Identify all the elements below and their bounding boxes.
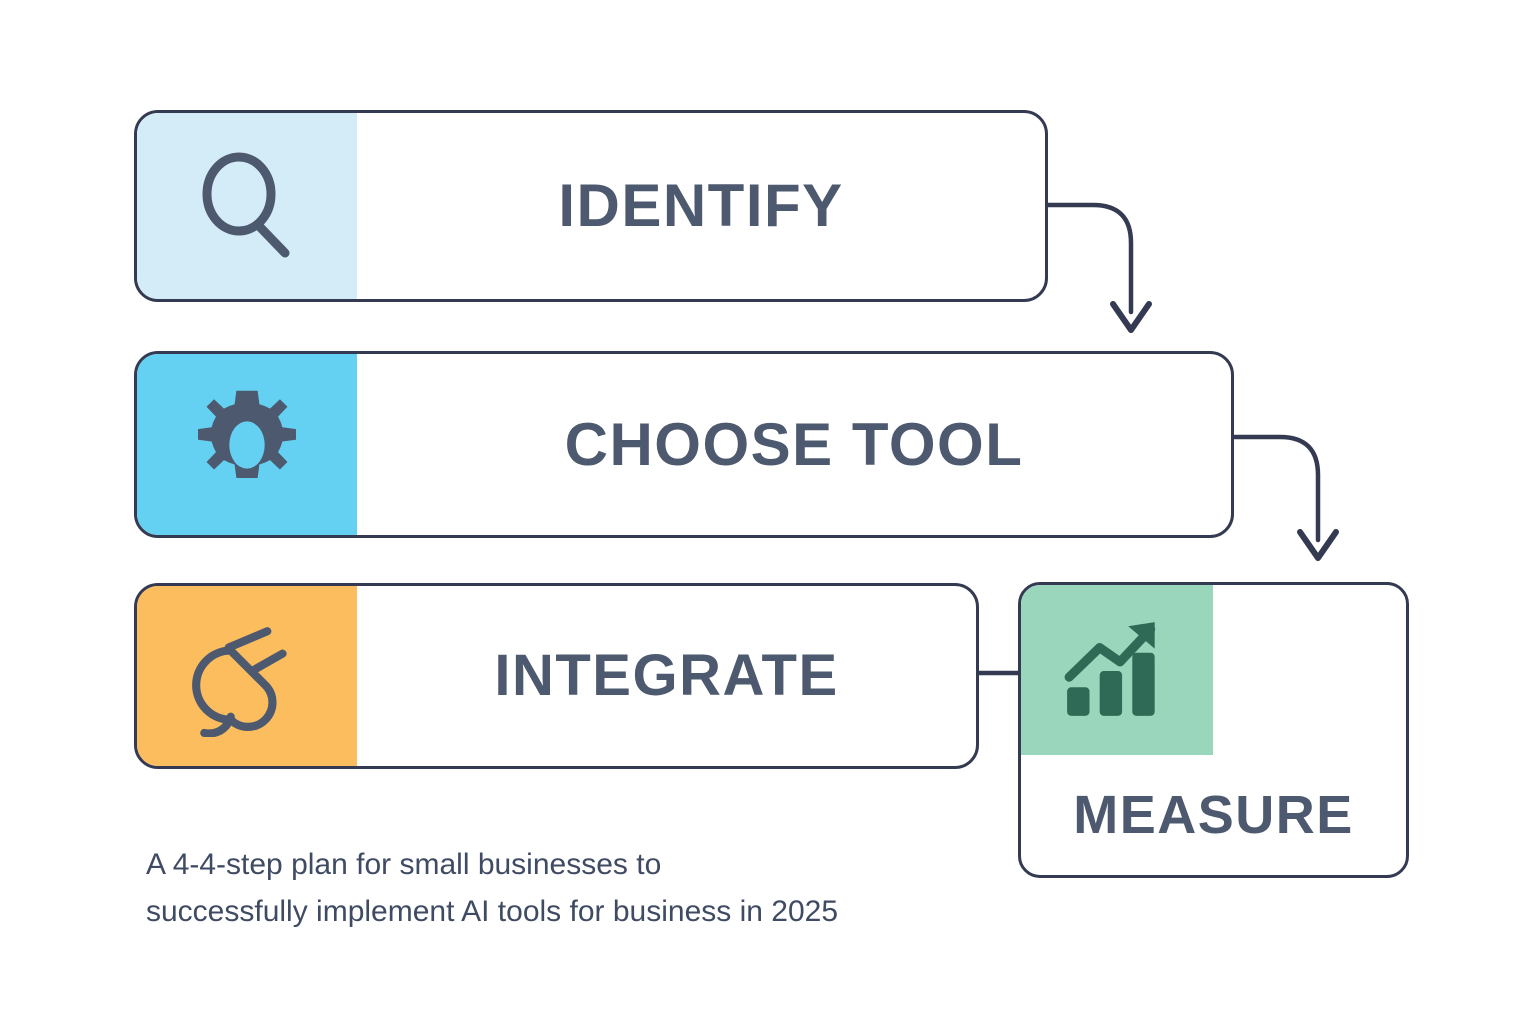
label-zone-measure: MEASURE xyxy=(1021,755,1406,875)
step-label-identify: IDENTIFY xyxy=(558,172,844,239)
gear-icon xyxy=(188,386,306,504)
step-card-choose-tool[interactable]: CHOOSE TOOL xyxy=(134,351,1234,538)
icon-panel-choose-tool xyxy=(137,354,357,535)
caption-line-2: successfully implement AI tools for busi… xyxy=(146,894,839,928)
step-card-identify[interactable]: IDENTIFY xyxy=(134,110,1048,302)
icon-panel-identify xyxy=(137,113,357,299)
step-card-integrate[interactable]: INTEGRATE xyxy=(134,583,979,769)
caption-line-1: A 4-4-step plan for small businesses to xyxy=(146,848,662,881)
step-label-choose-tool: CHOOSE TOOL xyxy=(564,410,1024,478)
icon-panel-integrate xyxy=(137,586,357,766)
growth-chart-icon xyxy=(1061,614,1173,726)
plug-icon xyxy=(186,615,308,737)
step-card-measure[interactable]: MEASURE xyxy=(1018,582,1409,878)
diagram-caption: A 4-4-step plan for small businesses to … xyxy=(146,842,936,935)
label-zone-integrate: INTEGRATE xyxy=(357,586,976,766)
magnifier-icon xyxy=(188,147,306,265)
step-label-measure: MEASURE xyxy=(1073,785,1354,845)
connector-choose-tool-to-measure xyxy=(1231,434,1339,561)
connector-identify-to-choose-tool xyxy=(1044,202,1152,333)
step-label-integrate: INTEGRATE xyxy=(494,643,839,708)
label-zone-choose-tool: CHOOSE TOOL xyxy=(357,354,1231,535)
label-zone-identify: IDENTIFY xyxy=(357,113,1045,299)
icon-panel-measure xyxy=(1021,585,1213,755)
